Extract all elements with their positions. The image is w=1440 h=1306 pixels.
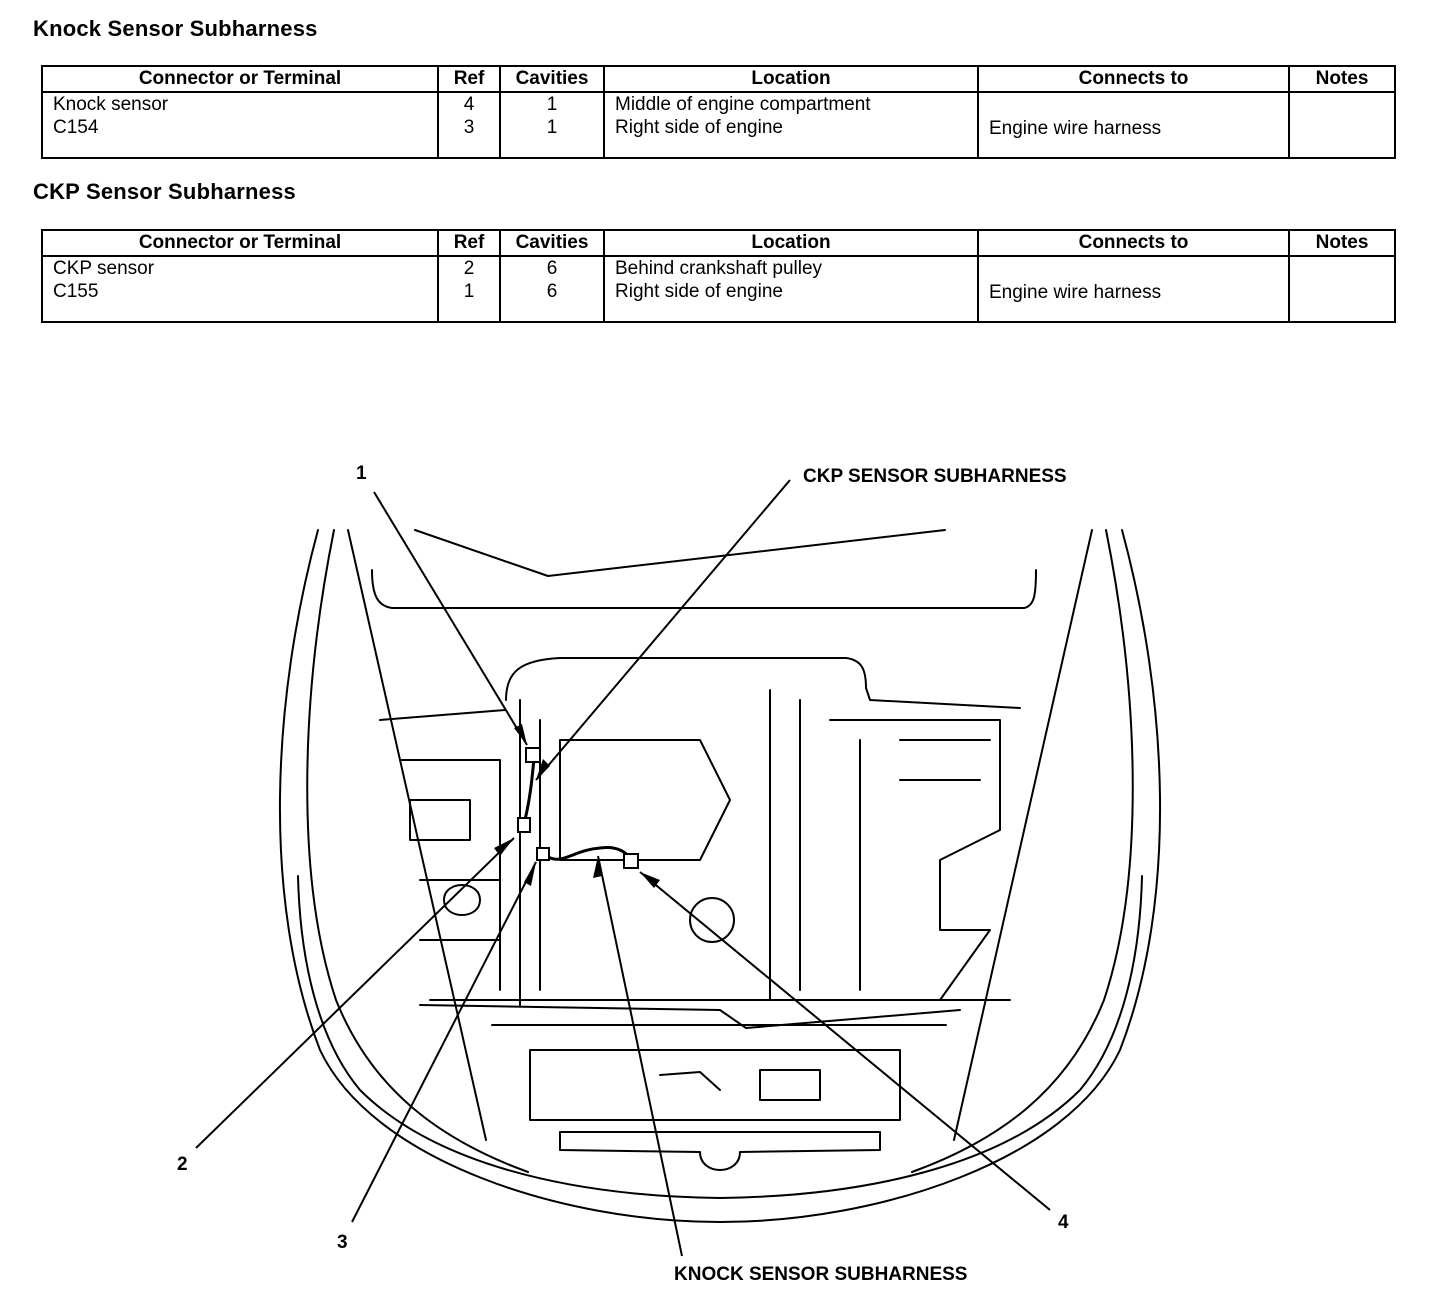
- connector-knock-sensor: [623, 853, 639, 869]
- connector-c154: [536, 847, 550, 861]
- table-row: Knock sensor C154 4 3 1 1 Middle of engi…: [41, 92, 1396, 159]
- pulley: [689, 897, 735, 943]
- connects-to-value: Engine wire harness: [989, 282, 1162, 303]
- radiator-support: [379, 709, 1011, 1029]
- table-header-row: Connector or Terminal Ref Cavities Locat…: [41, 65, 1396, 93]
- knock-subharness-title: Knock Sensor Subharness: [33, 16, 318, 41]
- col-header-ref: Ref: [437, 229, 501, 257]
- fender-right-inner: [911, 529, 1134, 1173]
- knock-subharness-wire: [543, 846, 632, 861]
- leader-ckp-subharness: [535, 479, 791, 781]
- cavities-value: 1: [546, 117, 558, 138]
- col-header-notes: Notes: [1288, 65, 1396, 93]
- arrowhead: [524, 862, 536, 886]
- ref-value: 1: [463, 281, 475, 302]
- connector-name: C154: [53, 117, 99, 138]
- callout-ref4: 4: [1058, 1212, 1069, 1233]
- callout-ref1: 1: [356, 463, 367, 484]
- col-header-connects-to: Connects to: [977, 229, 1290, 257]
- connector-name: CKP sensor: [53, 258, 155, 279]
- leader-ref1: [373, 491, 528, 746]
- cowl-line: [371, 569, 1037, 609]
- location-value: Right side of engine: [615, 117, 783, 138]
- cavities-value: 6: [546, 258, 558, 279]
- col-header-connector: Connector or Terminal: [41, 229, 439, 257]
- cavities-cell: 6 6: [499, 256, 605, 323]
- cavities-cell: 1 1: [499, 92, 605, 159]
- table-header-row: Connector or Terminal Ref Cavities Locat…: [41, 229, 1396, 257]
- ckp-subharness-table: Connector or Terminal Ref Cavities Locat…: [41, 229, 1396, 323]
- col-header-notes: Notes: [1288, 229, 1396, 257]
- ref-cell: 4 3: [437, 92, 501, 159]
- cavities-value: 6: [546, 281, 558, 302]
- hood-edge-left: [347, 529, 487, 1141]
- ref-value: 3: [463, 117, 475, 138]
- connector-cell: Knock sensor C154: [41, 92, 439, 159]
- notes-cell: [1288, 256, 1396, 323]
- callout-ref3: 3: [337, 1232, 348, 1253]
- col-header-cavities: Cavities: [499, 229, 605, 257]
- ref-value: 4: [463, 94, 475, 115]
- hood-center: [414, 529, 946, 577]
- connects-to-cell: Engine wire harness: [977, 92, 1290, 159]
- connects-to-value: Engine wire harness: [989, 118, 1162, 139]
- location-cell: Middle of engine compartment Right side …: [603, 92, 979, 159]
- col-header-location: Location: [603, 229, 979, 257]
- location-value: Right side of engine: [615, 281, 783, 302]
- lower-grille: [491, 1024, 947, 1171]
- arrowhead: [640, 872, 660, 888]
- callout-knock-subharness: KNOCK SENSOR SUBHARNESS: [674, 1264, 968, 1285]
- notes-cell: [1288, 92, 1396, 159]
- fender-left-inner: [306, 529, 529, 1173]
- cavities-value: 1: [546, 94, 558, 115]
- connector-c155: [525, 747, 541, 763]
- hood-edge-right: [953, 529, 1093, 1141]
- connector-ckp-sensor: [517, 817, 531, 833]
- location-cell: Behind crankshaft pulley Right side of e…: [603, 256, 979, 323]
- leader-ref4: [639, 871, 1051, 1211]
- connector-cell: CKP sensor C155: [41, 256, 439, 323]
- ref-value: 2: [463, 258, 475, 279]
- col-header-connector: Connector or Terminal: [41, 65, 439, 93]
- engine-detail-right: [829, 719, 1001, 1001]
- table-row: CKP sensor C155 2 1 6 6 Behind crankshaf…: [41, 256, 1396, 323]
- leader-ref3: [351, 861, 537, 1223]
- connects-to-cell: Engine wire harness: [977, 256, 1290, 323]
- leader-ref2: [195, 837, 515, 1149]
- location-value: Middle of engine compartment: [615, 94, 871, 115]
- front-detail: [659, 1069, 821, 1101]
- knock-subharness-table: Connector or Terminal Ref Cavities Locat…: [41, 65, 1396, 159]
- connector-name: C155: [53, 281, 99, 302]
- col-header-cavities: Cavities: [499, 65, 605, 93]
- arrowhead: [593, 856, 602, 878]
- callout-ref2: 2: [177, 1154, 188, 1175]
- ref-cell: 2 1: [437, 256, 501, 323]
- col-header-location: Location: [603, 65, 979, 93]
- arrowhead: [514, 724, 527, 745]
- ckp-subharness-title: CKP Sensor Subharness: [33, 179, 296, 204]
- engine-cover: [505, 657, 1021, 709]
- col-header-ref: Ref: [437, 65, 501, 93]
- engine-block: [519, 689, 801, 1006]
- ckp-subharness-wire: [522, 757, 536, 825]
- location-value: Behind crankshaft pulley: [615, 258, 823, 279]
- body-outline: [279, 529, 1161, 1223]
- callout-ckp-subharness: CKP SENSOR SUBHARNESS: [803, 466, 1067, 487]
- bumper-line: [297, 875, 1143, 1199]
- engine-detail-left: [399, 759, 501, 991]
- col-header-connects-to: Connects to: [977, 65, 1290, 93]
- arrowhead: [494, 838, 514, 856]
- leader-knock-subharness: [597, 855, 683, 1257]
- connector-name: Knock sensor: [53, 94, 169, 115]
- arrowhead: [536, 759, 550, 780]
